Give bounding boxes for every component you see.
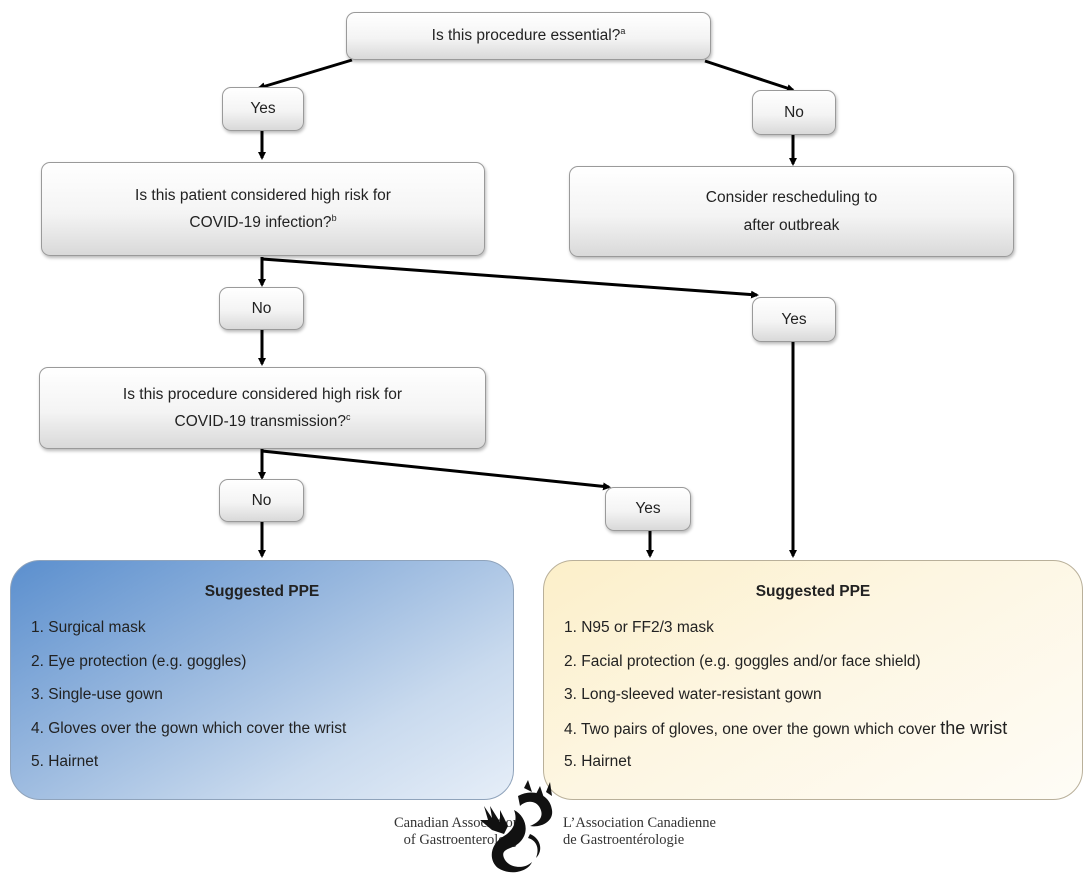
ppe-standard-item: 1. Surgical mask — [31, 619, 146, 636]
cag-logo-icon — [480, 780, 553, 873]
footer-branding: Canadian Association of Gastroenterology… — [300, 776, 820, 876]
node-no-essential: No — [752, 90, 836, 135]
node-procedure-high-risk-line2: COVID-19 transmission?c — [174, 411, 351, 430]
arrow-essential-to-yes — [257, 58, 353, 91]
node-yes-patient: Yes — [752, 297, 836, 342]
arrow-essential-to-no — [704, 59, 795, 92]
node-reschedule-line1: Consider rescheduling to — [705, 189, 878, 207]
node-no-procedure: No — [219, 479, 304, 522]
ppe-enhanced-item: 4. Two pairs of gloves, one over the gow… — [564, 717, 1008, 738]
node-patient-high-risk-line2: COVID-19 infection?b — [189, 212, 337, 231]
ppe-standard-item: 3. Single-use gown — [31, 686, 163, 703]
node-yes-procedure-text: Yes — [635, 500, 661, 518]
ppe-enhanced-item: 2. Facial protection (e.g. goggles and/o… — [564, 652, 921, 670]
node-reschedule: Consider rescheduling to after outbreak — [569, 166, 1014, 257]
node-no-essential-text: No — [784, 103, 804, 121]
ppe-enhanced-panel: Suggested PPE 1. N95 or FF2/3 mask 2. Fa… — [543, 560, 1083, 800]
node-no-procedure-text: No — [251, 491, 272, 509]
node-no-patient-text: No — [251, 299, 272, 317]
node-reschedule-line2: after outbreak — [743, 216, 840, 234]
node-yes-essential-text: Yes — [250, 100, 276, 118]
node-no-patient: No — [219, 287, 304, 330]
node-yes-essential: Yes — [222, 87, 304, 131]
ppe-enhanced-item-tail: the wrist — [940, 717, 1008, 738]
ppe-enhanced-item: 1. N95 or FF2/3 mask — [564, 619, 714, 636]
arrow-patient-q-to-yes2 — [261, 257, 759, 299]
ppe-enhanced-title: Suggested PPE — [755, 583, 871, 600]
node-patient-high-risk: Is this patient considered high risk for… — [41, 162, 485, 256]
node-yes-procedure: Yes — [605, 487, 691, 531]
node-patient-high-risk-line1: Is this patient considered high risk for — [135, 186, 391, 204]
ppe-standard-title: Suggested PPE — [204, 583, 320, 600]
ppe-standard-item: 5. Hairnet — [31, 753, 99, 770]
arrow-procedure-q-to-yes3 — [261, 449, 611, 491]
node-procedure-high-risk-line1: Is this procedure considered high risk f… — [122, 385, 403, 403]
ppe-standard-item: 4. Gloves over the gown which cover the … — [31, 719, 347, 737]
ppe-standard-panel: Suggested PPE 1. Surgical mask 2. Eye pr… — [10, 560, 514, 800]
node-procedure-essential-text: Is this procedure essential?a — [431, 26, 626, 45]
ppe-standard-item: 2. Eye protection (e.g. goggles) — [31, 652, 247, 670]
ppe-enhanced-item: 3. Long-sleeved water-resistant gown — [564, 686, 822, 703]
ppe-enhanced-item: 5. Hairnet — [564, 753, 632, 770]
node-procedure-high-risk: Is this procedure considered high risk f… — [39, 367, 486, 449]
node-yes-patient-text: Yes — [781, 310, 807, 328]
node-procedure-essential: Is this procedure essential?a — [346, 12, 711, 60]
footer-french-name: L’Association Canadienne de Gastroentéro… — [563, 815, 716, 848]
